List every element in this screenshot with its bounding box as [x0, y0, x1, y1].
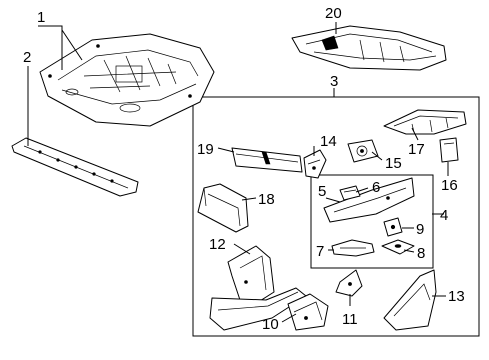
- callout-3: 3: [330, 73, 338, 90]
- callout-6: 6: [372, 179, 380, 196]
- callout-20: 20: [325, 5, 342, 22]
- bracket-part-19[interactable]: [231, 147, 303, 173]
- callout-14: 14: [320, 133, 337, 150]
- assembly-3-frame: [192, 96, 480, 337]
- bracket-part-11[interactable]: [335, 269, 363, 297]
- floor-pan-part-1[interactable]: [39, 33, 215, 127]
- callout-9: 9: [416, 221, 424, 238]
- rail-part-12[interactable]: [227, 245, 275, 307]
- plate-part-16[interactable]: [439, 137, 459, 163]
- bracket-part-6[interactable]: [339, 185, 361, 201]
- callout-8: 8: [417, 245, 425, 262]
- bracket-part-15[interactable]: [347, 139, 379, 163]
- bracket-part-14[interactable]: [303, 149, 327, 179]
- callout-7: 7: [316, 243, 324, 260]
- bracket-part-7[interactable]: [331, 239, 375, 257]
- callout-4: 4: [440, 207, 448, 224]
- bracket-part-8[interactable]: [381, 239, 415, 255]
- callout-11: 11: [342, 311, 358, 328]
- callout-12: 12: [209, 236, 226, 253]
- callout-15: 15: [385, 155, 402, 172]
- bracket-part-9[interactable]: [383, 217, 403, 237]
- callout-13: 13: [448, 288, 465, 305]
- panel-part-17[interactable]: [383, 109, 467, 135]
- panel-part-13[interactable]: [383, 269, 437, 331]
- callout-18: 18: [258, 191, 275, 208]
- bracket-part-18[interactable]: [197, 183, 249, 233]
- bracket-part-10[interactable]: [287, 293, 329, 331]
- callout-10: 10: [262, 316, 279, 333]
- crossmember-part-2[interactable]: [11, 137, 139, 197]
- callout-1: 1: [37, 9, 45, 26]
- leader-lines: [27, 22, 449, 323]
- rail-part-5[interactable]: [323, 177, 415, 223]
- callout-19: 19: [197, 141, 214, 158]
- assembly-4-frame: [310, 174, 434, 269]
- callout-16: 16: [441, 177, 458, 194]
- callout-5: 5: [318, 183, 326, 200]
- callout-17: 17: [408, 141, 425, 158]
- callout-2: 2: [23, 49, 31, 66]
- rear-floor-panel-part-20[interactable]: [291, 25, 447, 71]
